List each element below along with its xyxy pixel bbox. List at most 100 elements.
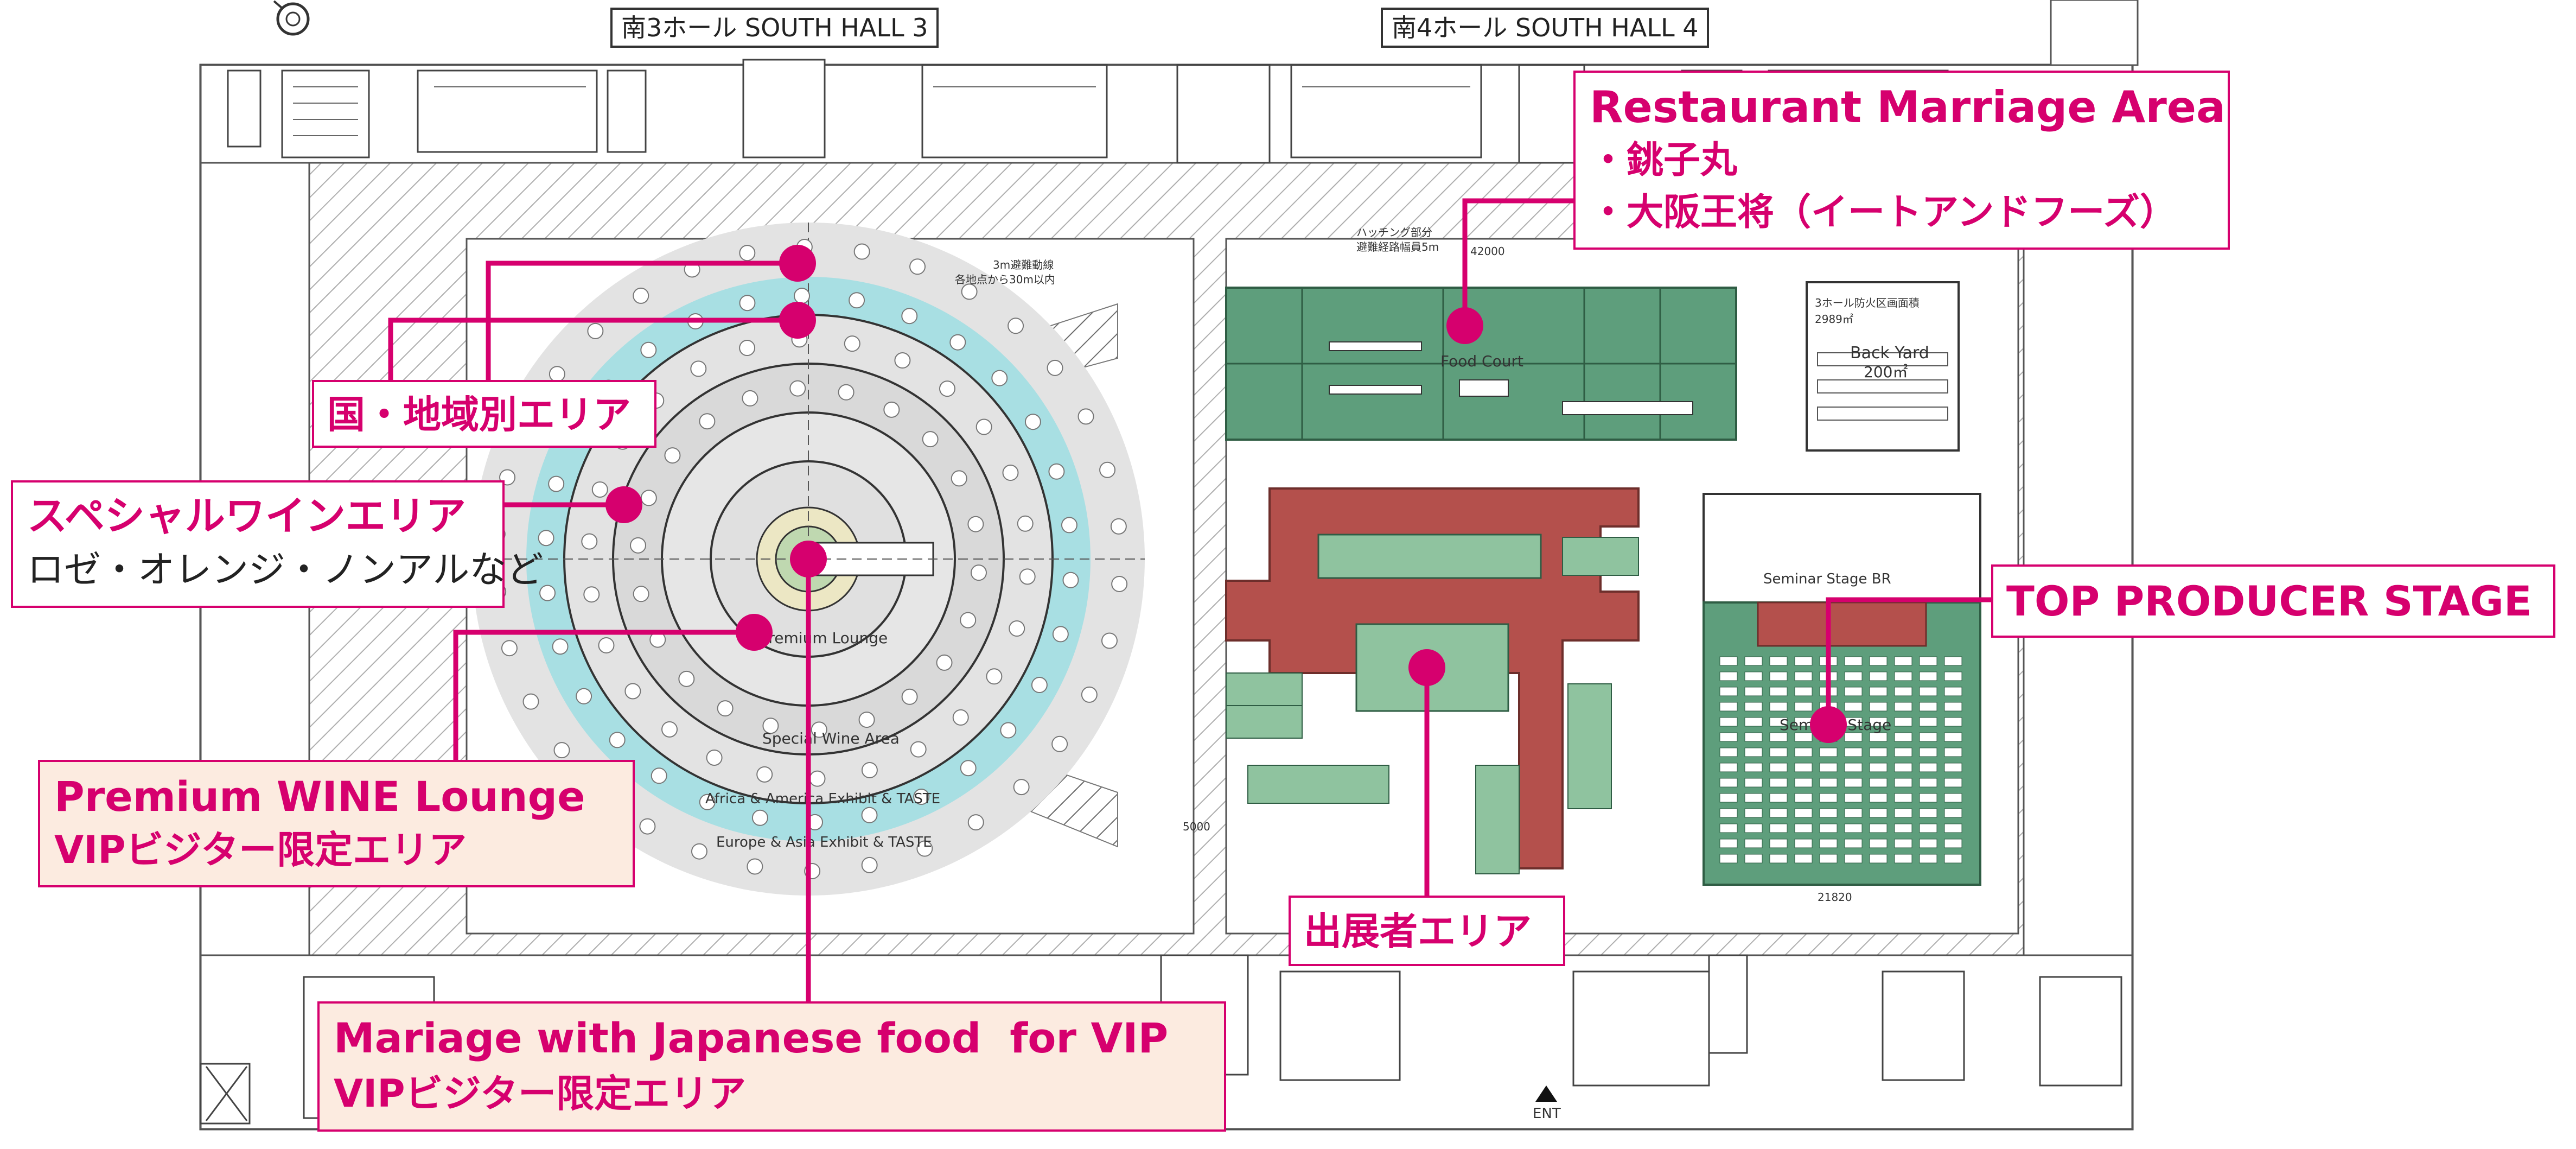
special-wine-callout: スペシャルワインエリア ロゼ・オレンジ・ノンアルなど — [11, 480, 543, 608]
premium-lounge-subtitle: VIPビジター限定エリア — [54, 828, 467, 872]
seminar-seat — [1844, 702, 1863, 712]
seminar-seat — [1894, 671, 1912, 681]
table-dot — [861, 807, 878, 823]
seminar-seat — [1944, 823, 1962, 833]
seminar-seat — [1894, 839, 1912, 848]
seminar-seat — [1744, 747, 1763, 757]
table-dot — [661, 721, 678, 738]
table-dot — [1009, 620, 1025, 637]
seminar-seat — [1869, 656, 1888, 666]
seminar-seat — [1844, 656, 1863, 666]
seminar-seat — [1819, 839, 1838, 848]
south-hall-4-label: 南4ホール SOUTH HALL 4 — [1381, 8, 1710, 48]
seminar-seat — [1869, 793, 1888, 803]
table-dot — [967, 814, 984, 831]
special-wine-title: スペシャルワインエリア — [27, 493, 466, 539]
table-dot — [1099, 461, 1116, 478]
seminar-seat — [1944, 732, 1962, 742]
table-dot — [633, 586, 649, 602]
europe-asia-label: Europe & Asia Exhibit & TASTE — [716, 834, 932, 850]
seminar-seat — [1919, 823, 1937, 833]
seminar-seat — [1869, 671, 1888, 681]
table-dot — [960, 612, 977, 629]
seminar-seat — [1819, 823, 1838, 833]
seminar-seat — [1719, 656, 1738, 666]
seminar-seat — [1794, 732, 1813, 742]
seminar-seat — [1869, 854, 1888, 864]
seminar-seat — [1719, 687, 1738, 696]
hatching-note-2: 避難経路幅員5m — [1356, 240, 1439, 253]
table-dot — [522, 693, 539, 710]
table-dot — [762, 718, 779, 734]
seminar-seat — [1744, 839, 1763, 848]
table-dot — [986, 668, 1003, 685]
callout-connectors — [388, 198, 1991, 1004]
seminar-seat — [1869, 747, 1888, 757]
seminar-seat — [1769, 671, 1788, 681]
seminar-seat — [1894, 687, 1912, 696]
table-dot — [1031, 677, 1048, 694]
table-dot — [960, 760, 977, 777]
seminar-seat — [1819, 793, 1838, 803]
table-dot — [1062, 572, 1079, 588]
table-dot — [598, 637, 615, 653]
fire-area-value: 2989㎡ — [1815, 313, 1853, 326]
table-dot — [553, 742, 570, 759]
seminar-seat — [1769, 687, 1788, 696]
table-dot — [640, 490, 657, 506]
table-dot — [624, 683, 641, 700]
seminar-seat — [1869, 839, 1888, 848]
table-dot — [939, 380, 955, 397]
seminar-seat — [1719, 747, 1738, 757]
table-dot — [1051, 735, 1068, 752]
table-dot — [1017, 515, 1034, 532]
seminar-seat — [1944, 778, 1962, 788]
table-dot — [587, 322, 604, 339]
premium-lounge-title: Premium WINE Lounge — [54, 772, 585, 821]
table-dot — [552, 638, 569, 655]
seminar-seat — [1794, 854, 1813, 864]
table-dot — [910, 741, 927, 758]
table-dot — [691, 843, 707, 860]
table-dot — [1019, 568, 1036, 585]
seminar-seat — [1894, 778, 1912, 788]
mariage-vip-title: Mariage with Japanese food for VIP — [334, 1014, 1169, 1062]
table-dot — [1052, 626, 1069, 643]
seminar-seat — [1944, 687, 1962, 696]
table-dot — [1002, 465, 1019, 481]
africa-america-label: Africa & America Exhibit & TASTE — [705, 791, 940, 807]
seminar-seat — [1769, 839, 1788, 848]
table-dot — [1048, 463, 1065, 480]
table-dot — [967, 516, 984, 532]
seminar-seat — [1794, 808, 1813, 818]
seminar-seat — [1894, 732, 1912, 742]
seminar-seat — [1869, 687, 1888, 696]
seminar-seat — [1769, 793, 1788, 803]
table-dot — [913, 789, 930, 805]
back-yard-zone — [1806, 281, 1960, 452]
table-dot — [1047, 359, 1063, 376]
seminar-seat — [1719, 702, 1738, 712]
exhibitor-zone — [1225, 487, 1640, 874]
seminar-seat — [1794, 839, 1813, 848]
seminar-seat — [1794, 747, 1813, 757]
table-dot — [717, 700, 734, 717]
seminar-seat — [1719, 793, 1738, 803]
seminar-seat — [1919, 656, 1937, 666]
seminar-seat — [1844, 732, 1863, 742]
table-dot — [853, 243, 870, 260]
table-dot — [894, 352, 911, 369]
table-dot — [739, 340, 756, 357]
seminar-seat — [1719, 732, 1738, 742]
table-dot — [583, 586, 600, 603]
seminar-seat — [1719, 763, 1738, 772]
table-dot — [576, 688, 592, 704]
seminar-seat — [1894, 763, 1912, 772]
seminar-seat — [1844, 687, 1863, 696]
table-dot — [838, 384, 855, 401]
seminar-seat — [1769, 763, 1788, 772]
seminar-seat — [1844, 671, 1863, 681]
seminar-seat — [1869, 778, 1888, 788]
table-dot — [909, 258, 926, 275]
table-dot — [811, 721, 827, 738]
